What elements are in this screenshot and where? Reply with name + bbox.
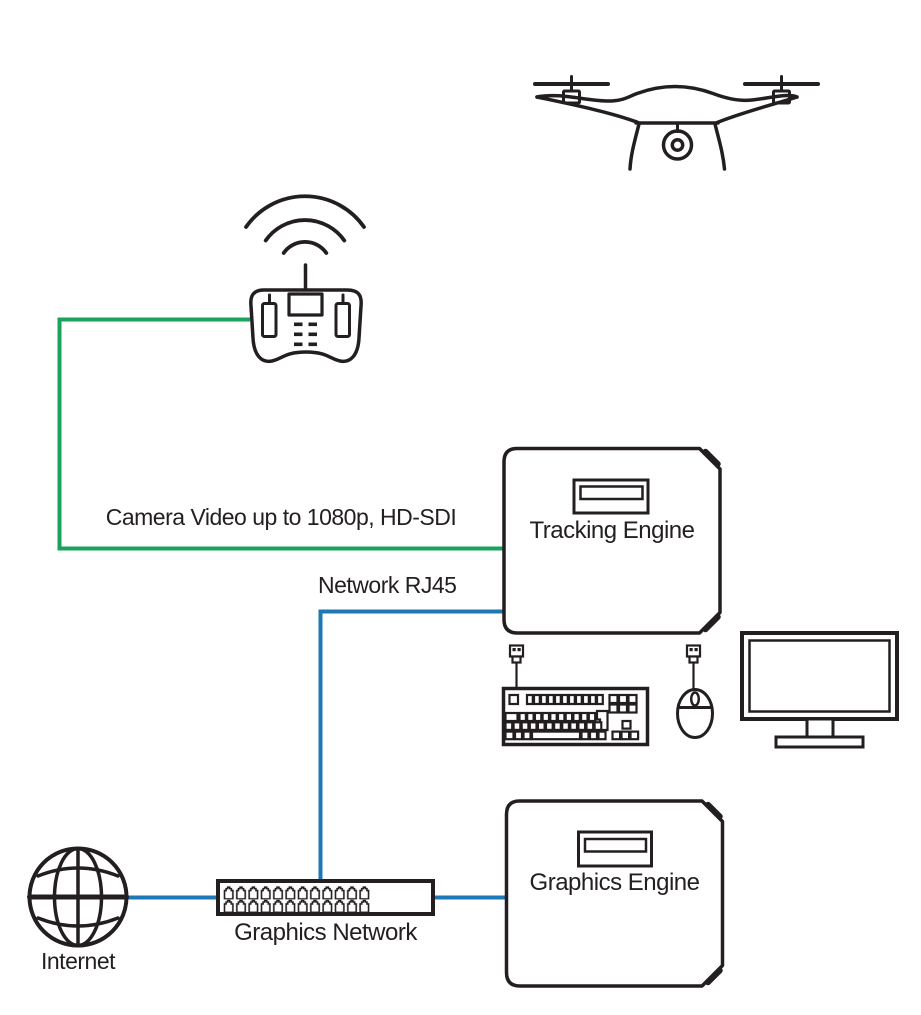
corner-fold-top	[702, 448, 721, 467]
drone-body-bottom-left	[535, 95, 640, 125]
drive-slot-inner	[583, 837, 648, 853]
controller-body	[249, 288, 363, 364]
usb-plug-icon	[685, 644, 702, 658]
controller-stick-right	[334, 302, 351, 338]
wifi-signal-icon	[244, 194, 366, 255]
monitor-base	[774, 735, 865, 749]
monitor-icon	[740, 631, 899, 749]
mouse-body	[676, 688, 714, 739]
engine-box-outline	[504, 799, 725, 988]
controller-buttons	[294, 322, 317, 347]
camera-video-link-label: Camera Video up to 1080p, HD-SDI	[105, 504, 457, 530]
tracking-engine-label: Tracking Engine	[529, 517, 695, 544]
drone-camera-lens	[670, 138, 685, 152]
graphics-network-label: Graphics Network	[234, 919, 417, 946]
drone-icon	[533, 75, 820, 171]
keyboard-spacebar	[530, 730, 582, 741]
drive-slot-inner	[579, 485, 644, 501]
monitor-neck	[805, 717, 835, 739]
drone-body-top	[535, 84, 799, 103]
switch-ports	[222, 886, 371, 913]
globe-latitude-lower	[36, 916, 120, 928]
mouse-wheel	[689, 691, 701, 707]
link-camera-video	[57, 317, 504, 551]
engine-box-outline	[502, 446, 722, 635]
controller-screen	[287, 292, 324, 317]
mouse-icon	[676, 644, 714, 739]
graphics-engine-label: Graphics Engine	[529, 869, 700, 896]
globe-latitude-upper	[36, 866, 120, 878]
monitor-screen	[748, 639, 891, 713]
controller-stick-left	[261, 302, 278, 338]
link-network-rj45	[318, 609, 504, 881]
network-rj45-link-label: Network RJ45	[318, 572, 457, 598]
corner-fold-top	[705, 801, 723, 820]
drone-leg-right	[713, 122, 727, 171]
graphics-engine-node	[504, 799, 725, 988]
tracking-engine-node	[502, 446, 722, 635]
drone-leg-left	[628, 122, 641, 171]
corner-fold-bottom	[705, 967, 723, 986]
globe-icon	[27, 846, 129, 948]
keyboard-icon	[501, 644, 650, 747]
usb-plug-icon	[508, 644, 525, 658]
drone-camera-ring	[661, 129, 694, 161]
network-switch-icon	[216, 879, 435, 916]
drone-body-bottom-right	[714, 95, 799, 125]
internet-label: Internet	[41, 948, 116, 974]
remote-controller-icon	[244, 194, 366, 364]
corner-fold-bottom	[702, 614, 721, 633]
